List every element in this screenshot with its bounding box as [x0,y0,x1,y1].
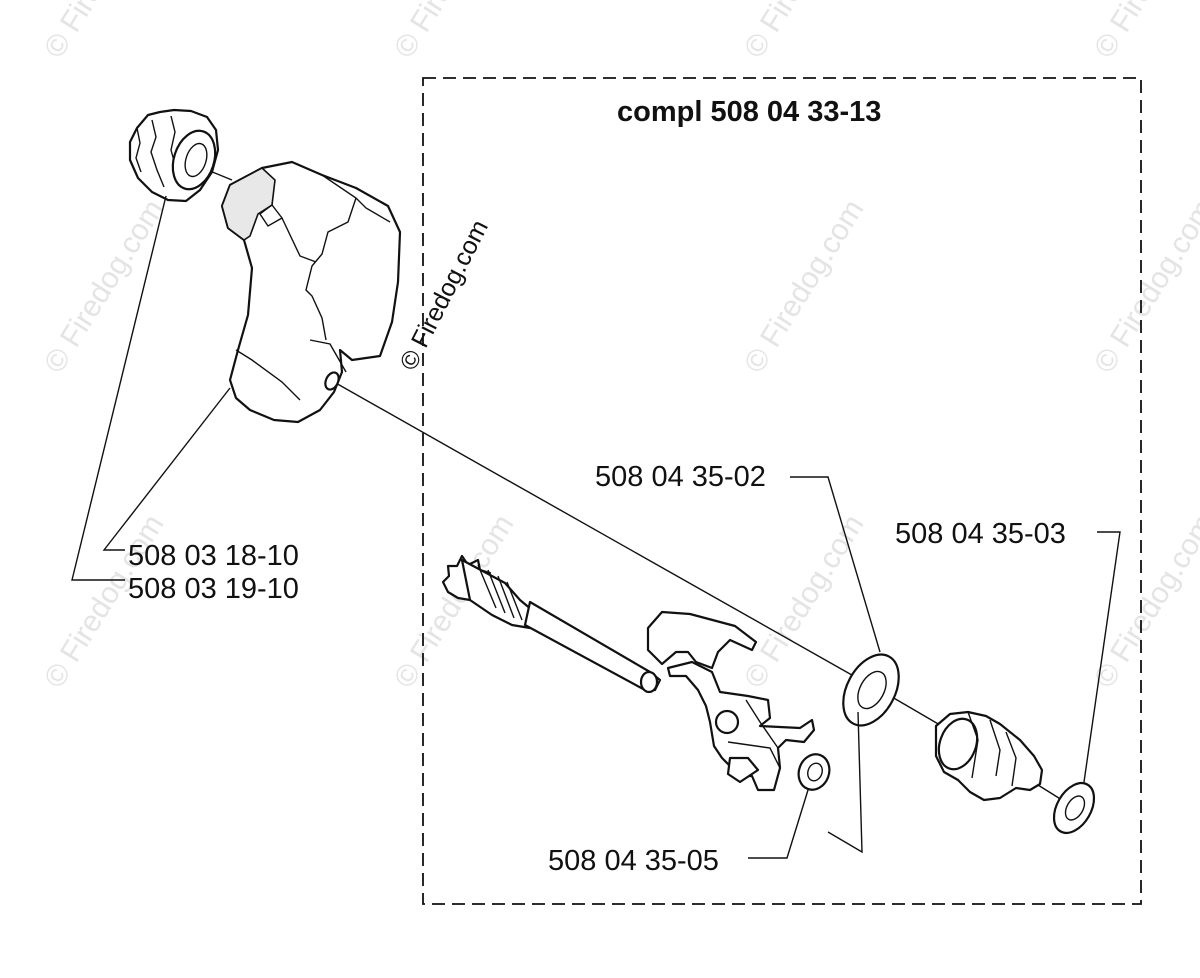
washer-small-part [797,753,831,791]
watermark-tile: © Firedog.com [388,0,520,64]
watermark-tile: © Firedog.com [738,194,870,379]
watermark-tile: © Firedog.com [1088,0,1200,64]
watermark-tile: © Firedog.com [738,509,870,694]
watermark-tile: © Firedog.com [38,0,170,64]
part-label-washer-end: 508 04 35-03 [895,518,1066,550]
part-label-washer-small: 508 04 35-05 [548,845,719,877]
part-label-washer-large: 508 04 35-02 [595,461,766,493]
washer-large-part [842,653,900,727]
watermark-tile: © Firedog.com [1088,509,1200,694]
part-label-cover: 508 03 18-10 [128,540,299,572]
washer-end-part [1052,782,1096,834]
assembly-label: compl 508 04 33-13 [617,96,881,128]
assembly-boundary-box [422,77,1142,905]
spline-shaft-part [441,554,662,694]
watermark-main: © Firedog.com [394,216,494,375]
cover-housing-part [220,160,402,424]
cap-nut-part [934,710,1044,802]
knob-part [128,108,220,203]
watermark-tile: © Firedog.com [738,0,870,64]
watermark-tile: © Firedog.com [1088,194,1200,379]
leader-lines [71,195,1121,859]
bracket-link-part [646,610,816,792]
part-label-knob: 508 03 19-10 [128,573,299,605]
watermark-tile: © Firedog.com [38,194,170,379]
